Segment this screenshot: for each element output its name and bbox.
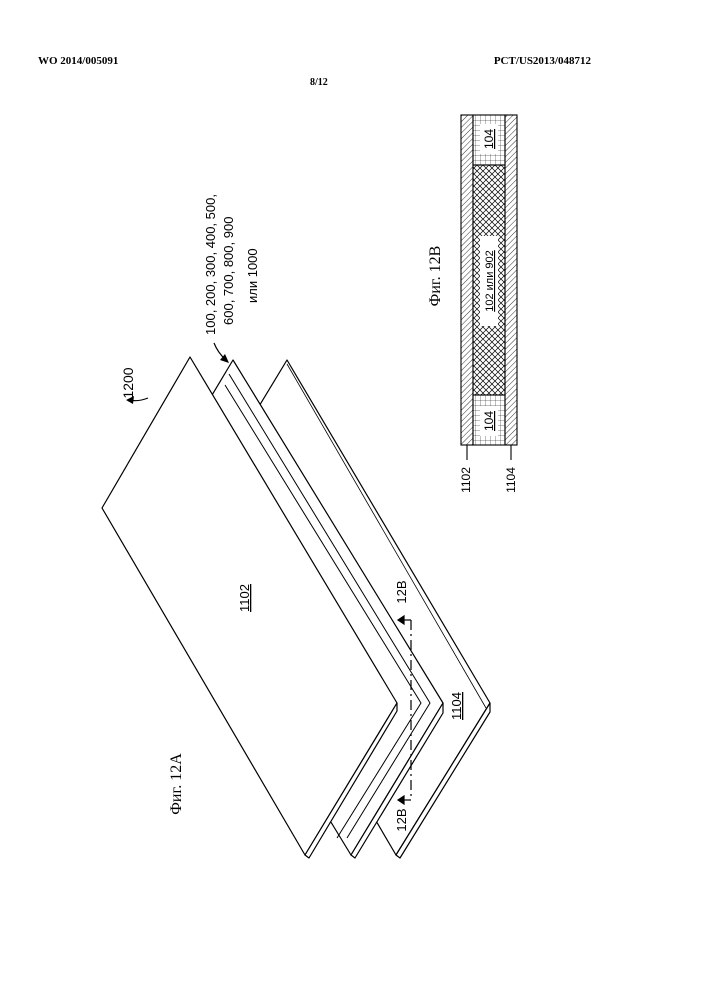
ref-core: 102 или 902 [484,250,496,312]
ref-104-bottom: 104 [482,411,496,431]
ref-104-top: 104 [482,129,496,149]
ref-1104-label: 1104 [449,692,464,720]
layer-1104-section [505,115,517,445]
layer-1102-section [461,115,473,445]
ref-1102-label: 1102 [237,584,252,612]
ref-1104-section-label: 1104 [504,467,518,493]
fig-12a-caption: Фиг. 12A [168,753,185,815]
fig-12a-drawing [102,357,490,858]
ref-middle-line3: или 1000 [245,248,260,303]
fig-12b-caption: Фиг. 12B [427,246,444,307]
section-label-bottom: 12B [394,808,409,831]
ref-1102-section-label: 1102 [459,467,473,493]
ref-1200: 1200 [120,367,136,398]
ref-middle-line1: 100, 200, 300, 400, 500, [203,194,218,335]
section-label-top: 12B [394,580,409,603]
ref-middle-line2: 600, 700, 800, 900 [221,217,236,325]
leader-middle-layer-arrow-icon [214,343,229,363]
